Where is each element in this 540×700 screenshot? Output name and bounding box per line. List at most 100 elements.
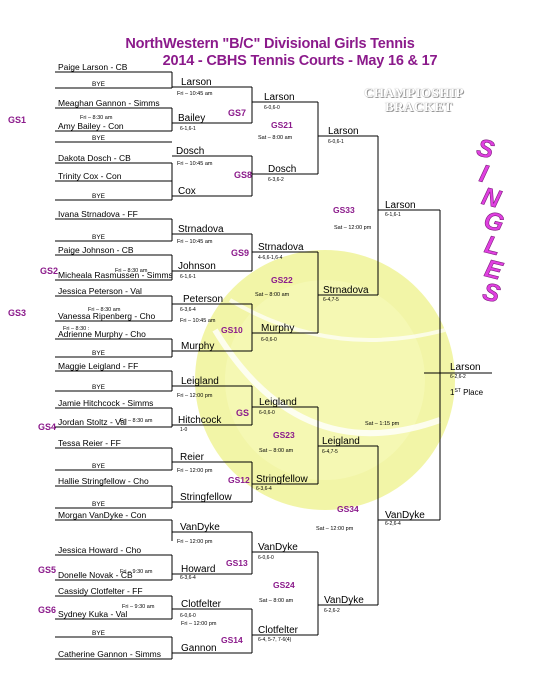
- round3-winner: VanDyke: [258, 542, 298, 553]
- round2-winner: Larson: [181, 77, 212, 88]
- round4-winner: Larson: [328, 126, 359, 137]
- round2-winner: VanDyke: [180, 522, 220, 533]
- bye-label: BYE: [92, 81, 106, 88]
- player-name: Ivana Strnadova - FF: [58, 209, 138, 219]
- round3-winner: Dosch: [268, 164, 296, 175]
- player-name: Donelle Novak - CB: [58, 570, 133, 580]
- game-label: GS6: [38, 605, 56, 615]
- player-name: Dakota Dosch - CB: [58, 153, 131, 163]
- watermark-line2: BRACKET: [385, 99, 453, 114]
- match-time: Sat – 1:15 pm: [365, 421, 400, 427]
- round2-winner: Strnadova: [178, 224, 224, 235]
- match-score: 6-3,6-4: [180, 307, 196, 313]
- match-score: 6-1,6-1: [180, 274, 196, 280]
- match-score: 6-3,6-4: [256, 486, 272, 492]
- match-time: Sat – 8:00 am: [255, 292, 290, 298]
- match-time: Fri – 8:30 am: [80, 115, 113, 121]
- match-score: 6-0,6-0: [180, 613, 196, 619]
- player-name: Paige Johnson - CB: [58, 245, 134, 255]
- round2-winner: Dosch: [176, 146, 204, 157]
- round5-winner: VanDyke: [385, 510, 425, 521]
- match-score: 4-6,6-1,6-4: [258, 255, 283, 261]
- match-time: Fri – 12:00 pm: [181, 621, 217, 627]
- match-time: Sat – 8:00 am: [258, 135, 293, 141]
- game-label: GS8: [234, 170, 252, 180]
- match-time: Fri – 10:45 am: [177, 239, 213, 245]
- round3-winner: Stringfellow: [256, 474, 308, 485]
- round2-winner: Howard: [181, 564, 215, 575]
- player-name: Morgan VanDyke - Con: [58, 510, 146, 520]
- player-name: Paige Larson - CB: [58, 62, 128, 72]
- bye-label: BYE: [92, 630, 106, 637]
- bye-label: BYE: [92, 234, 106, 241]
- game-label: GS7: [228, 108, 246, 118]
- player-name: Hallie Stringfellow - Cho: [58, 476, 149, 486]
- game-label: GS5: [38, 565, 56, 575]
- champion-name: Larson: [450, 362, 481, 373]
- game-label: GS34: [337, 504, 359, 514]
- round2-winner: Stringfellow: [180, 492, 232, 503]
- game-label: GS21: [271, 120, 293, 130]
- round3-winner: Larson: [264, 92, 295, 103]
- match-time: Sat – 12:00 pm: [334, 225, 372, 231]
- page-subtitle: 2014 - CBHS Tennis Courts - May 16 & 17: [162, 53, 438, 69]
- match-time: Sat – 8:00 am: [259, 598, 294, 604]
- match-score: 6-4,7-5: [322, 449, 338, 455]
- tennis-ball-seam: [228, 298, 446, 342]
- game-label: GS: [236, 408, 249, 418]
- round2-winner: Hitchcock: [178, 415, 222, 426]
- round3-winner: Leigland: [259, 397, 297, 408]
- match-score: 6-0,6-0: [258, 555, 274, 561]
- place-number: 1: [450, 388, 455, 397]
- game-label: GS2: [40, 266, 58, 276]
- match-time: Fri – 12:00 pm: [177, 468, 213, 474]
- match-score: 6-3,6-4: [180, 575, 196, 581]
- match-time: Fri – 10:45 am: [177, 161, 213, 167]
- match-score: 6-0,6-0: [259, 410, 275, 416]
- round2-winner: Leigland: [181, 376, 219, 387]
- game-label: GS22: [271, 275, 293, 285]
- match-time: Fri – 10:45 am: [180, 318, 216, 324]
- match-time: Fri – 12:00 pm: [177, 539, 213, 545]
- match-score: 6-0,6-0: [264, 105, 280, 111]
- round3-winner: Clotfelter: [258, 625, 299, 636]
- player-name: Amy Bailey - Con: [58, 121, 124, 131]
- match-time: Fri – 8:30 am: [115, 268, 148, 274]
- player-name: Meaghan Gannon - Simms: [58, 98, 160, 108]
- match-time: Fri – 8:30 :: [63, 326, 90, 332]
- game-label: GS13: [226, 558, 248, 568]
- round2-winner: Clotfelter: [181, 599, 222, 610]
- match-time: Fri – 8:30 am: [120, 418, 153, 424]
- bye-label: BYE: [92, 463, 106, 470]
- player-name: Catherine Gannon - Simms: [58, 649, 161, 659]
- player-name: Jessica Howard - Cho: [58, 545, 141, 555]
- round4-winner: Leigland: [322, 436, 360, 447]
- match-time: Sat – 12:00 pm: [316, 526, 354, 532]
- bye-label: BYE: [92, 384, 106, 391]
- game-label: GS14: [221, 635, 243, 645]
- player-name: Sydney Kuka - Val: [58, 609, 127, 619]
- match-score: 6-2,6-4: [385, 521, 401, 527]
- game-label: GS23: [273, 430, 295, 440]
- round2-winner: Cox: [178, 186, 196, 197]
- match-time: Fri – 8:30 am: [88, 307, 121, 313]
- match-score: 1-0: [180, 427, 187, 433]
- player-name: Tessa Reier - FF: [58, 438, 121, 448]
- watermark-line1: CHAMPIOSHIP: [364, 85, 465, 100]
- tennis-ball-highlight: [225, 280, 425, 480]
- match-time: Sat – 8:00 am: [259, 448, 294, 454]
- match-time: Fri – 9:30 am: [120, 569, 153, 575]
- bye-label: BYE: [92, 350, 106, 357]
- game-label: GS3: [8, 308, 26, 318]
- player-name: Maggie Leigland - FF: [58, 361, 138, 371]
- place-suffix: ST: [454, 388, 460, 394]
- player-name: Jessica Peterson - Val: [58, 286, 142, 296]
- game-label: GS12: [228, 475, 250, 485]
- player-name: Jamie Hitchcock - Simms: [58, 398, 153, 408]
- match-time: Fri – 10:45 am: [177, 91, 213, 97]
- game-label: GS1: [8, 115, 26, 125]
- game-label: GS9: [231, 248, 249, 258]
- match-time: Fri – 12:00 pm: [177, 393, 213, 399]
